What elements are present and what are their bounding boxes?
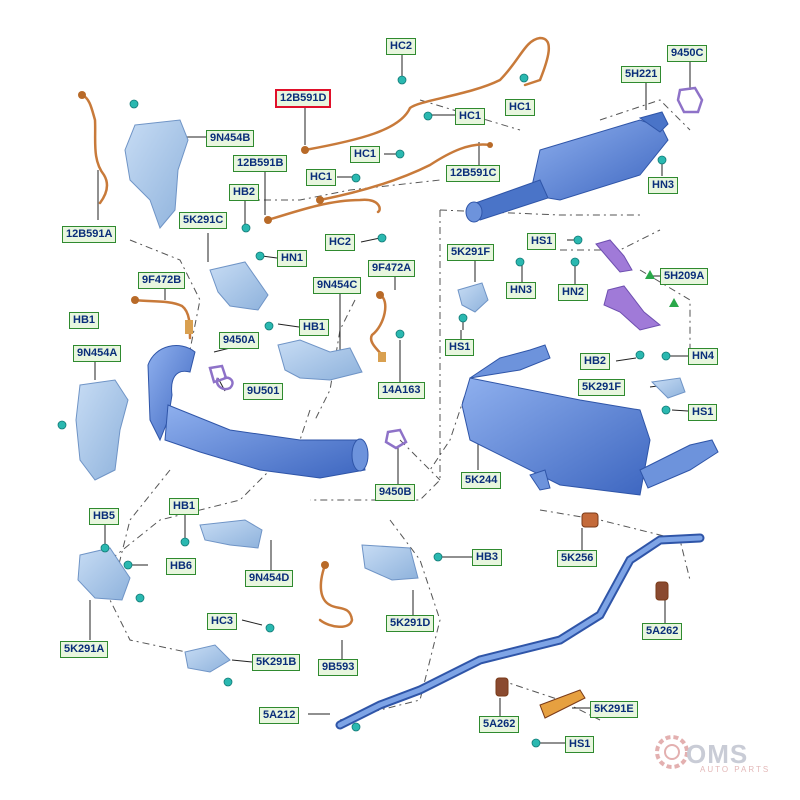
label-5K291F[interactable]: 5K291F bbox=[447, 244, 495, 261]
label-9F472A[interactable]: 9F472A bbox=[368, 260, 416, 277]
heat-shields bbox=[75, 119, 686, 673]
watermark-gear-logo bbox=[655, 735, 689, 769]
label-HB6[interactable]: HB6 bbox=[166, 558, 197, 575]
heat-shield-9N454A bbox=[75, 379, 129, 481]
label-5K291C[interactable]: 5K291C bbox=[179, 212, 228, 229]
label-5H221[interactable]: 5H221 bbox=[621, 66, 662, 83]
label-9N454D[interactable]: 9N454D bbox=[245, 570, 294, 587]
heat-shield-5K291B bbox=[184, 644, 231, 673]
label-9N454A[interactable]: 9N454A bbox=[73, 345, 122, 362]
label-9B593[interactable]: 9B593 bbox=[318, 659, 359, 676]
gaskets bbox=[208, 86, 704, 450]
label-HN3[interactable]: HN3 bbox=[648, 177, 679, 194]
label-HS1[interactable]: HS1 bbox=[527, 233, 557, 250]
label-HN3[interactable]: HN3 bbox=[506, 282, 537, 299]
label-5K291E[interactable]: 5K291E bbox=[590, 701, 638, 718]
bracket-5H209A bbox=[595, 239, 662, 331]
label-HB3[interactable]: HB3 bbox=[472, 549, 503, 566]
label-5A212[interactable]: 5A212 bbox=[259, 707, 300, 724]
label-HC1[interactable]: HC1 bbox=[505, 99, 536, 116]
heat-shield-9N454D bbox=[199, 519, 263, 549]
label-5K244[interactable]: 5K244 bbox=[461, 472, 502, 489]
label-5K291D[interactable]: 5K291D bbox=[386, 615, 435, 632]
label-HB1[interactable]: HB1 bbox=[69, 312, 100, 329]
sensor-12B591B bbox=[266, 198, 381, 222]
label-5A262[interactable]: 5A262 bbox=[479, 716, 520, 733]
rear-muffler bbox=[461, 344, 719, 496]
label-9U501[interactable]: 9U501 bbox=[243, 383, 284, 400]
label-HS1[interactable]: HS1 bbox=[565, 736, 595, 753]
rubber-hangers bbox=[495, 512, 669, 719]
heat-shield-9N454B bbox=[124, 119, 189, 229]
gasket-9450C bbox=[676, 86, 704, 114]
label-HN1[interactable]: HN1 bbox=[277, 250, 308, 267]
label-9N454C[interactable]: 9N454C bbox=[313, 277, 362, 294]
label-HB1[interactable]: HB1 bbox=[169, 498, 200, 515]
label-HB5[interactable]: HB5 bbox=[89, 508, 120, 525]
watermark-tagline: AUTO PARTS bbox=[700, 765, 771, 774]
sensor-12B591A bbox=[80, 93, 109, 205]
label-9450A[interactable]: 9450A bbox=[219, 332, 260, 349]
label-5K256[interactable]: 5K256 bbox=[557, 550, 598, 567]
label-HC1[interactable]: HC1 bbox=[455, 108, 486, 125]
label-5H209A[interactable]: 5H209A bbox=[660, 268, 709, 285]
watermark-brand: OMS bbox=[686, 739, 749, 769]
label-HS1[interactable]: HS1 bbox=[688, 404, 718, 421]
label-HN2[interactable]: HN2 bbox=[558, 284, 589, 301]
intermediate-pipe bbox=[335, 533, 705, 730]
label-HB2[interactable]: HB2 bbox=[580, 353, 611, 370]
heat-shield-5K291C bbox=[209, 261, 269, 311]
leader-lines bbox=[89, 52, 691, 744]
heat-shield-5K291F bbox=[457, 282, 489, 313]
heat-shield-5K291D bbox=[361, 544, 419, 581]
catalytic-converter bbox=[465, 111, 669, 223]
sensor-wires bbox=[80, 36, 550, 628]
label-12B591C[interactable]: 12B591C bbox=[446, 165, 501, 182]
triangle-marker bbox=[669, 298, 679, 307]
gasket-9450B bbox=[384, 428, 408, 450]
label-12B591D-highlighted[interactable]: 12B591D bbox=[275, 89, 332, 108]
fasteners bbox=[57, 73, 671, 748]
heat-shield-5K291F-r bbox=[650, 377, 686, 399]
label-5A262[interactable]: 5A262 bbox=[642, 623, 683, 640]
triangle-marker bbox=[645, 270, 655, 279]
sensor-9F472B bbox=[133, 298, 192, 340]
sensor-9B593 bbox=[318, 563, 354, 628]
label-HB2[interactable]: HB2 bbox=[229, 184, 260, 201]
sensor-12B591C bbox=[318, 143, 492, 202]
label-5K291B[interactable]: 5K291B bbox=[252, 654, 301, 671]
label-12B591B[interactable]: 12B591B bbox=[233, 155, 288, 172]
label-9450B[interactable]: 9450B bbox=[375, 484, 416, 501]
label-HB1[interactable]: HB1 bbox=[299, 319, 330, 336]
label-HS1[interactable]: HS1 bbox=[445, 339, 475, 356]
label-5K291F[interactable]: 5K291F bbox=[578, 379, 626, 396]
label-HC3[interactable]: HC3 bbox=[207, 613, 238, 630]
heat-shield-5K291A bbox=[77, 547, 131, 601]
label-HC1[interactable]: HC1 bbox=[306, 169, 337, 186]
label-9N454B[interactable]: 9N454B bbox=[206, 130, 255, 147]
label-12B591A[interactable]: 12B591A bbox=[62, 226, 117, 243]
label-5K291A[interactable]: 5K291A bbox=[60, 641, 109, 658]
sensor-tips bbox=[78, 91, 493, 569]
gasket-9U501 bbox=[215, 376, 234, 391]
label-9F472B[interactable]: 9F472B bbox=[138, 272, 186, 289]
label-HN4[interactable]: HN4 bbox=[688, 348, 719, 365]
front-manifold bbox=[147, 345, 369, 479]
sensor-12B591D bbox=[303, 36, 550, 152]
label-HC2[interactable]: HC2 bbox=[325, 234, 356, 251]
label-14A163[interactable]: 14A163 bbox=[378, 382, 425, 399]
label-9450C[interactable]: 9450C bbox=[667, 45, 708, 62]
label-HC2[interactable]: HC2 bbox=[386, 38, 417, 55]
label-HC1[interactable]: HC1 bbox=[350, 146, 381, 163]
sensor-9F472A bbox=[369, 293, 387, 357]
heat-shield-9N454C bbox=[277, 339, 363, 381]
